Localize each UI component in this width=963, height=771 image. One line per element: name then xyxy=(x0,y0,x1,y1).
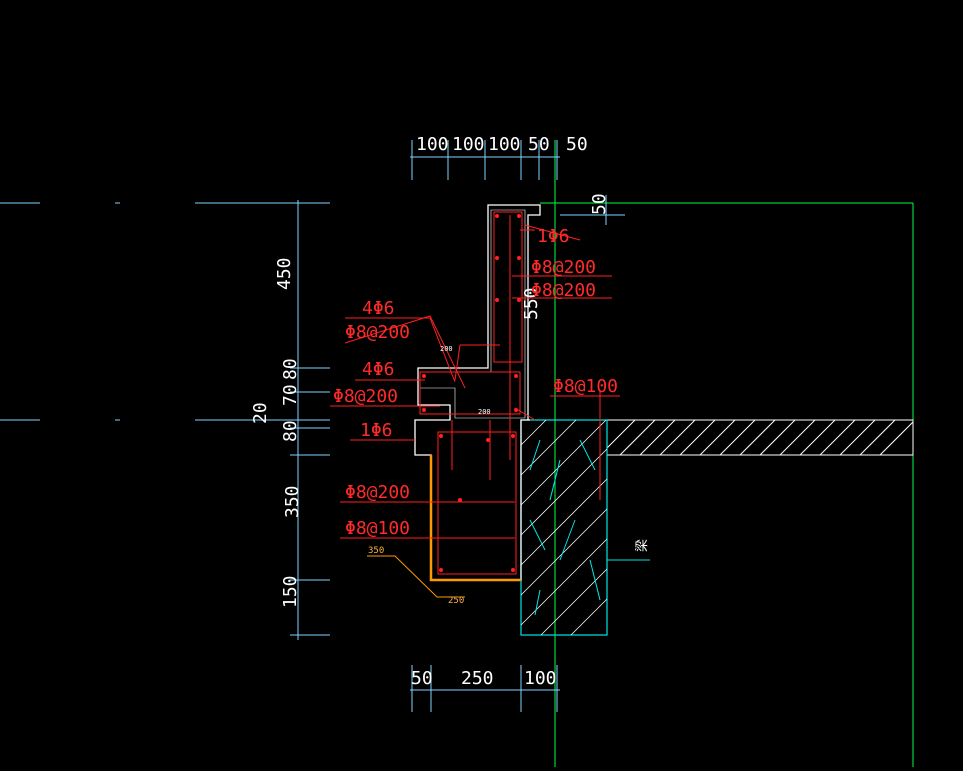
dim-left-80b: 80 xyxy=(280,420,301,442)
dim-top-3: 100 xyxy=(488,134,521,155)
note-250: 250 xyxy=(448,596,464,606)
dim-top-1: 100 xyxy=(416,134,449,155)
label-phi8-100-mid: Φ8@100 xyxy=(553,376,618,397)
dim-bottom-100: 100 xyxy=(524,668,557,689)
label-phi8-200-mid: Φ8@200 xyxy=(333,386,398,407)
label-1phi6-top: 1Φ6 xyxy=(537,226,570,247)
dim-left-450: 450 xyxy=(274,257,295,290)
rebar-lines xyxy=(419,211,601,575)
dim-top-2: 100 xyxy=(452,134,485,155)
dim-top-5: 50 xyxy=(566,134,588,155)
formwork-line xyxy=(429,455,521,582)
dim-bottom-250: 250 xyxy=(461,668,494,689)
label-phi8-100-lower: Φ8@100 xyxy=(345,518,410,539)
floor-slab xyxy=(606,419,914,456)
note-200-lower: 200 xyxy=(478,408,491,416)
rebar-dots xyxy=(422,214,521,572)
dim-left-70: 70 xyxy=(280,384,301,406)
beam-section: 梁 xyxy=(520,419,650,636)
leader-lines xyxy=(330,224,620,539)
reference-lines xyxy=(0,140,914,767)
dim-bottom-50: 50 xyxy=(411,668,433,689)
label-1phi6-lower: 1Φ6 xyxy=(360,420,393,441)
label-phi8-200-top-b: Φ8@200 xyxy=(531,280,596,301)
dim-left-80a: 80 xyxy=(280,358,301,380)
dim-left-20: 20 xyxy=(250,402,271,424)
formwork-leaders xyxy=(367,555,465,598)
label-phi8-200-lower: Φ8@200 xyxy=(345,482,410,503)
label-4phi6-mid: 4Φ6 xyxy=(362,359,395,380)
dim-top-right: 50 xyxy=(589,193,610,215)
label-phi8-200-upper: Φ8@200 xyxy=(345,322,410,343)
dim-top-4: 50 xyxy=(528,134,550,155)
note-200-upper: 200 xyxy=(440,345,453,353)
note-350: 350 xyxy=(368,546,384,556)
dim-inner-550: 550 xyxy=(521,287,542,320)
dim-left-150: 150 xyxy=(280,575,301,608)
label-phi8-200-top-a: Φ8@200 xyxy=(531,257,596,278)
parapet-concrete-outline xyxy=(414,204,541,581)
dimension-lines xyxy=(290,140,625,712)
beam-tag: 梁 xyxy=(635,539,650,552)
label-4phi6-upper: 4Φ6 xyxy=(362,298,395,319)
dim-left-350: 350 xyxy=(282,485,303,518)
